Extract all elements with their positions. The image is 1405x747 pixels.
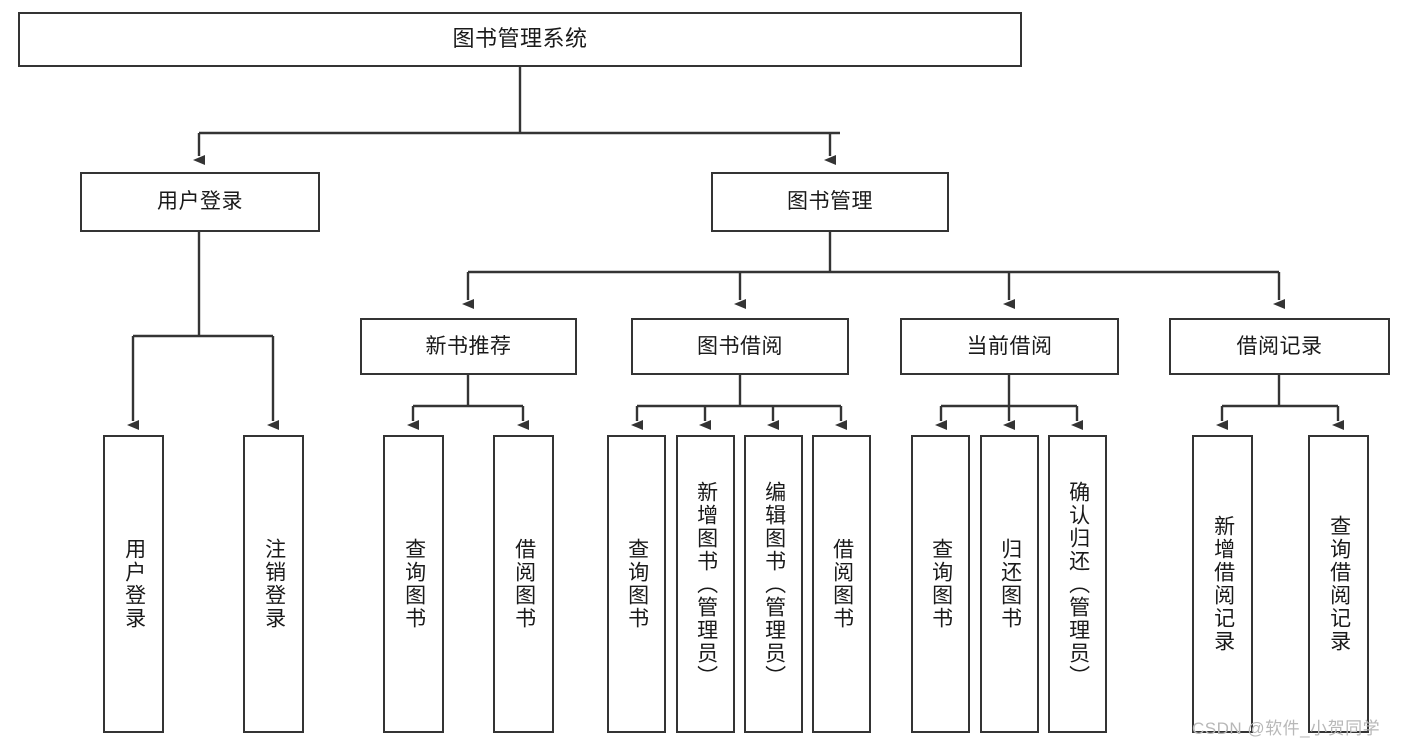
node-leaf-query-record[interactable]: 查询借阅记录 — [1308, 435, 1369, 733]
node-new-book-recommend[interactable]: 新书推荐 — [360, 318, 577, 375]
node-label: 借阅记录 — [1236, 334, 1323, 358]
node-label: 图书管理 — [787, 190, 873, 214]
node-leaf-user-login[interactable]: 用户登录 — [103, 435, 164, 733]
node-label: 查询借阅记录 — [1327, 515, 1351, 653]
node-label: 查询图书 — [929, 538, 953, 630]
node-label: 确认归还（管理员） — [1066, 480, 1090, 688]
node-leaf-edit-book[interactable]: 编辑图书（管理员） — [744, 435, 803, 733]
node-leaf-confirm-return[interactable]: 确认归还（管理员） — [1048, 435, 1107, 733]
node-label: 用户登录 — [122, 538, 146, 630]
node-label: 借阅图书 — [830, 538, 854, 630]
node-leaf-borrow-book-1[interactable]: 借阅图书 — [493, 435, 554, 733]
node-book-management-system[interactable]: 图书管理系统 — [18, 12, 1022, 67]
node-label: 图书借阅 — [697, 334, 783, 358]
node-label: 查询图书 — [625, 538, 649, 630]
node-label: 用户登录 — [157, 190, 243, 214]
node-leaf-return-book[interactable]: 归还图书 — [980, 435, 1039, 733]
node-leaf-logout-login[interactable]: 注销登录 — [243, 435, 304, 733]
node-borrow-record[interactable]: 借阅记录 — [1169, 318, 1390, 375]
node-label: 新增借阅记录 — [1211, 515, 1235, 653]
node-leaf-query-book-2[interactable]: 查询图书 — [607, 435, 666, 733]
node-book-borrow[interactable]: 图书借阅 — [631, 318, 849, 375]
node-label: 查询图书 — [402, 538, 426, 630]
node-label: 图书管理系统 — [452, 26, 588, 52]
node-label: 新书推荐 — [425, 334, 512, 358]
node-label: 编辑图书（管理员） — [762, 480, 786, 688]
node-leaf-borrow-book-2[interactable]: 借阅图书 — [812, 435, 871, 733]
node-leaf-add-book[interactable]: 新增图书（管理员） — [676, 435, 735, 733]
node-label: 归还图书 — [998, 538, 1022, 630]
node-label: 注销登录 — [262, 538, 286, 630]
node-book-manage[interactable]: 图书管理 — [711, 172, 949, 232]
csdn-watermark: CSDN @软件_小贺同学 — [1192, 719, 1381, 738]
node-current-borrow[interactable]: 当前借阅 — [900, 318, 1119, 375]
node-leaf-query-book-3[interactable]: 查询图书 — [911, 435, 970, 733]
node-label: 新增图书（管理员） — [694, 480, 718, 688]
node-label: 借阅图书 — [512, 538, 536, 630]
node-leaf-add-record[interactable]: 新增借阅记录 — [1192, 435, 1253, 733]
node-label: 当前借阅 — [966, 334, 1053, 358]
node-leaf-query-book-1[interactable]: 查询图书 — [383, 435, 444, 733]
node-user-login[interactable]: 用户登录 — [80, 172, 320, 232]
